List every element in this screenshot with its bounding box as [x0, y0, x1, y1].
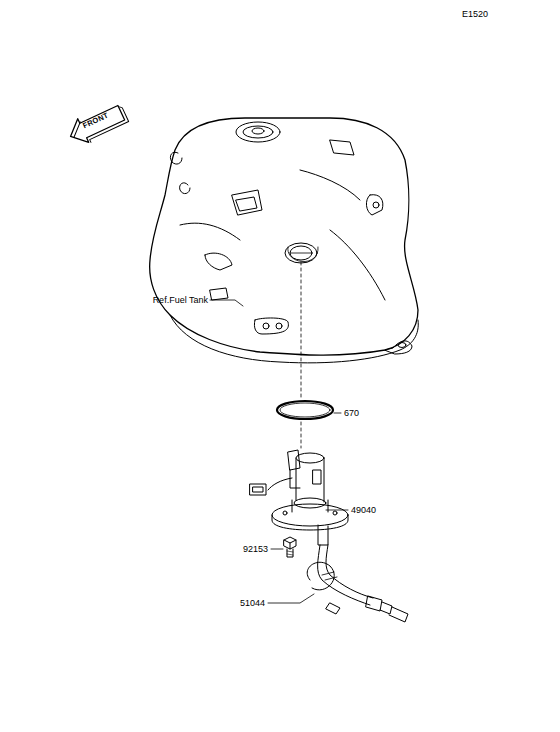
drawing-code: E1520 — [462, 10, 488, 19]
callout-number: 51044 — [240, 599, 265, 608]
o-ring — [277, 401, 333, 419]
front-arrow — [65, 100, 130, 149]
reference-label: Ref.Fuel Tank — [153, 296, 208, 305]
callout-number: 670 — [344, 409, 359, 418]
fuel-hose — [307, 545, 408, 622]
bolt — [284, 537, 296, 557]
callout-number: 49040 — [351, 506, 376, 515]
callout-number: 92153 — [243, 545, 268, 554]
fuel-tank — [150, 118, 419, 363]
fuel-pump — [250, 450, 348, 545]
